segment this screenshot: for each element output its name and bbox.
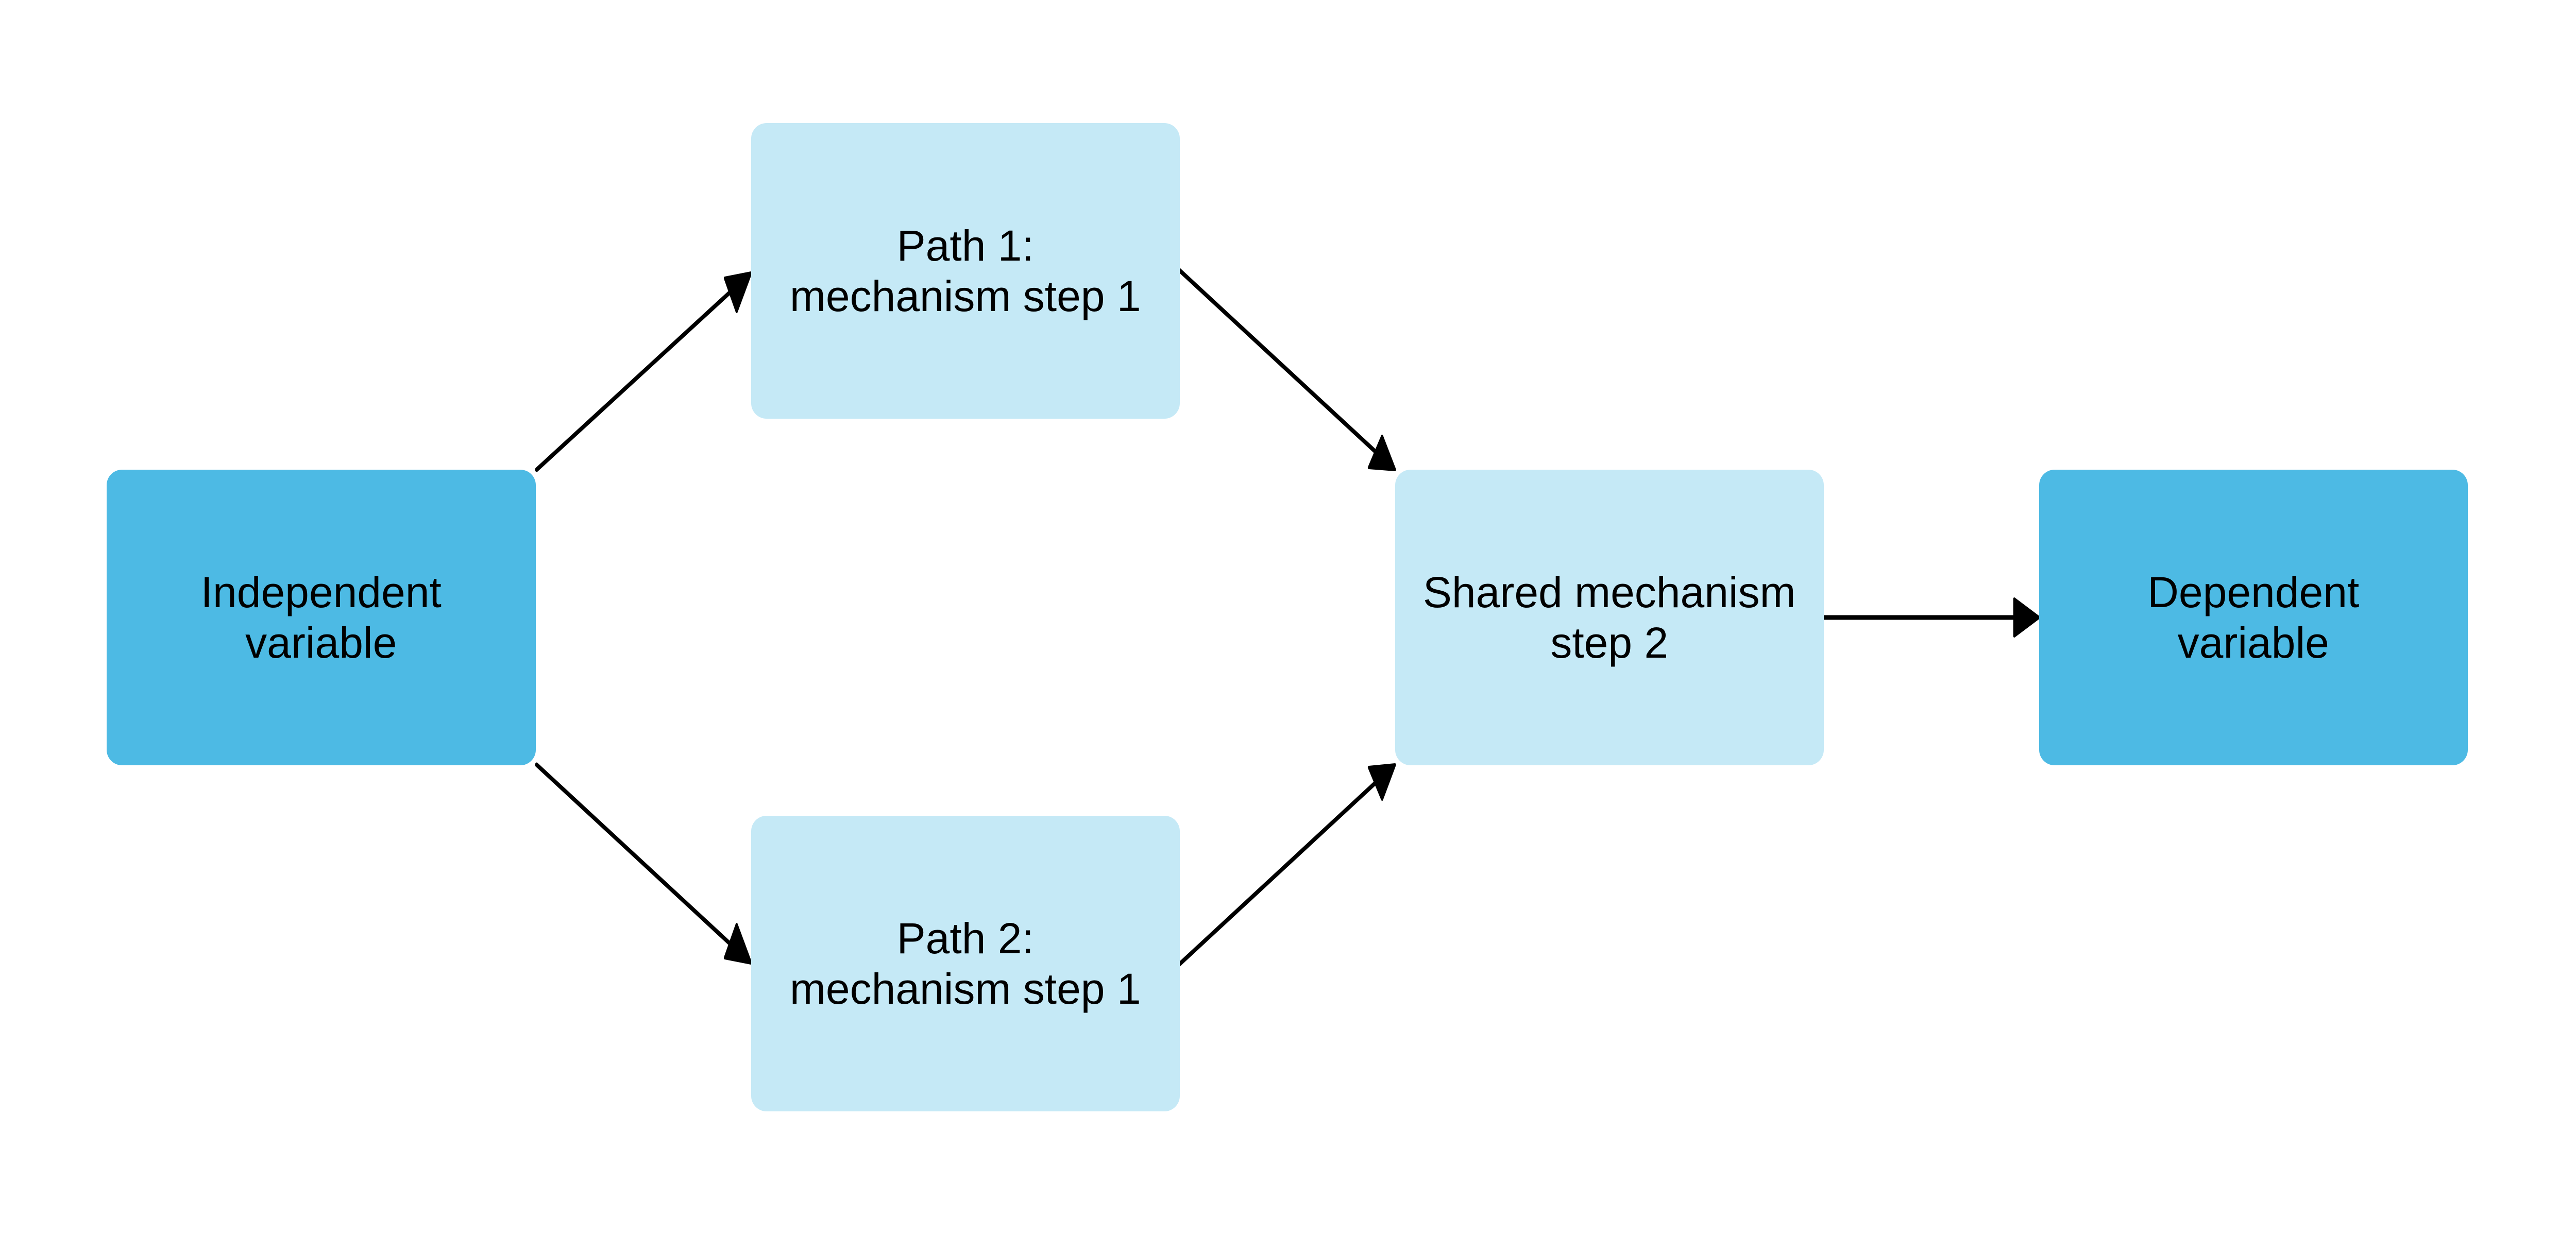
arrowhead-path2 [723, 923, 752, 965]
node-dependent-variable: Dependent variable [2039, 470, 2468, 765]
node-label-line2: step 2 [1550, 619, 1669, 667]
arrowhead-shared-bottom [1367, 763, 1396, 801]
node-label-line2: variable [2177, 619, 2329, 667]
arrow-independent-to-path2 [535, 762, 739, 953]
arrowhead-dependent [2013, 597, 2040, 638]
node-label-line2: mechanism step 1 [789, 272, 1141, 320]
node-label-line1: Path 2: [896, 914, 1034, 963]
node-independent-variable: Independent variable [107, 470, 536, 765]
node-shared-mechanism: Shared mechanism step 2 [1395, 470, 1824, 765]
arrowhead-path1 [723, 271, 752, 313]
node-path2-step1: Path 2: mechanism step 1 [751, 816, 1180, 1111]
arrow-independent-to-path1 [535, 283, 739, 472]
node-label-line1: Dependent [2147, 568, 2360, 616]
arrowhead-shared-top [1367, 435, 1396, 471]
node-label-line1: Independent [200, 568, 442, 616]
node-label-line1: Shared mechanism [1422, 568, 1796, 616]
node-label-line1: Path 1: [896, 221, 1034, 270]
arrow-path1-to-shared [1178, 268, 1383, 459]
arrow-path2-to-shared [1178, 775, 1383, 967]
node-label-line2: variable [245, 619, 397, 667]
node-label-line2: mechanism step 1 [789, 965, 1141, 1013]
node-path1-step1: Path 1: mechanism step 1 [751, 123, 1180, 419]
